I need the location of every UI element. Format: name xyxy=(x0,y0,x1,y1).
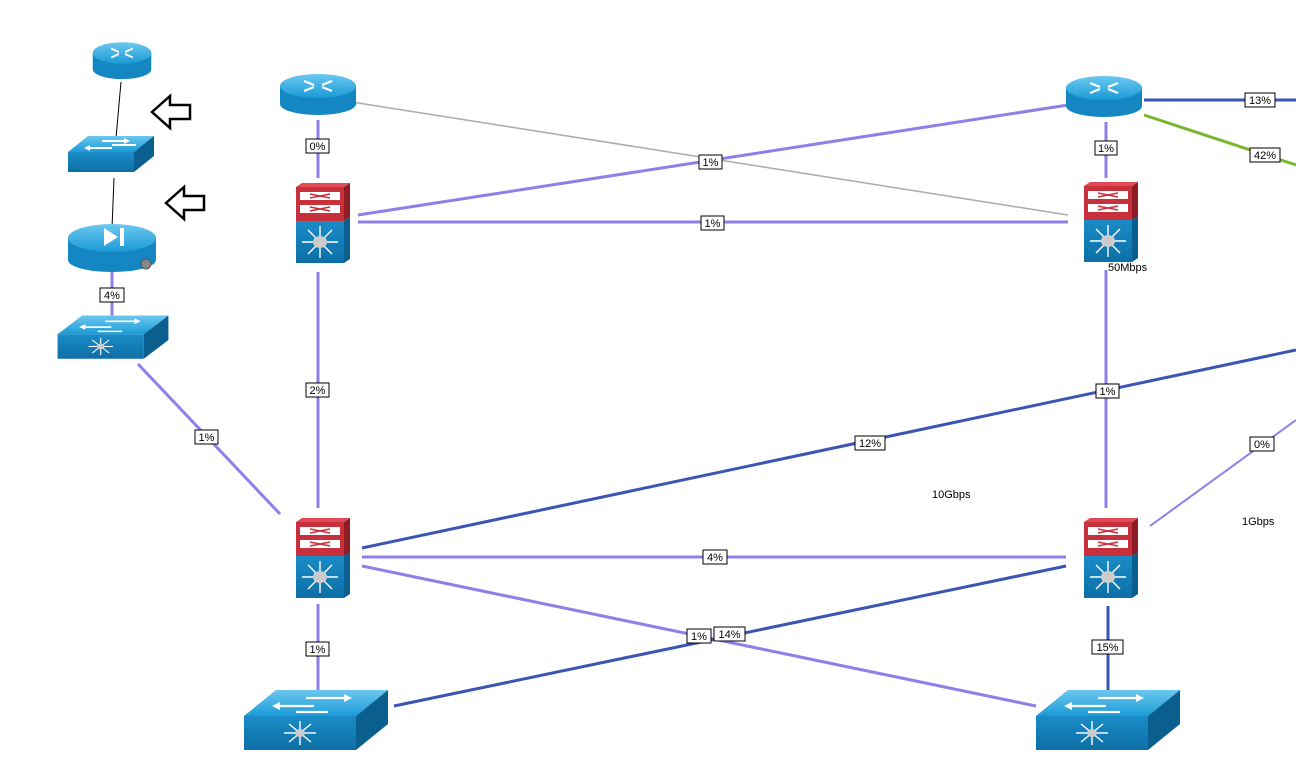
link-label: 15% xyxy=(1096,642,1118,654)
link-label: 0% xyxy=(1254,439,1270,451)
firewall-icon[interactable] xyxy=(67,223,157,273)
link-label: 12% xyxy=(859,438,881,450)
link-label: 1% xyxy=(1100,386,1116,398)
switch-icon[interactable] xyxy=(242,688,390,752)
link-label-box xyxy=(713,626,746,642)
link-label-box xyxy=(1244,92,1276,108)
bandwidth-label: 10Gbps xyxy=(932,489,971,501)
link-label-box xyxy=(1094,140,1118,156)
link-left-router-switch[interactable] xyxy=(115,81,122,139)
link-label-box xyxy=(305,138,330,154)
arrow-left-icon xyxy=(164,185,206,221)
link-label: 42% xyxy=(1254,150,1276,162)
arrow-left-icon xyxy=(150,94,192,130)
link-label: 1% xyxy=(1098,143,1114,155)
link-label-box xyxy=(1249,147,1281,163)
router-icon[interactable] xyxy=(278,72,358,117)
nexus-switch-icon[interactable] xyxy=(295,517,351,599)
link-label: 14% xyxy=(718,629,740,641)
nexus-switch-icon[interactable] xyxy=(1083,517,1139,599)
nexus-switch-icon[interactable] xyxy=(1083,181,1139,263)
link-label-box xyxy=(698,154,723,170)
bandwidth-label: 50Mbps xyxy=(1108,262,1148,274)
switch-icon[interactable] xyxy=(1034,688,1182,752)
link-label: 1% xyxy=(705,218,721,230)
switch-icon[interactable] xyxy=(56,314,170,360)
labels-layer: 0% 1% 1% 1% 13% 42% 2% 1% 12% 0% 4% 1% 1… xyxy=(99,92,1281,657)
router-icon[interactable] xyxy=(91,41,153,81)
link-label-box xyxy=(702,549,728,565)
nexus-switch-icon[interactable] xyxy=(295,182,351,264)
router-icon[interactable] xyxy=(1064,74,1144,119)
link-left-switch-fw[interactable] xyxy=(111,177,115,229)
link-label: 1% xyxy=(703,157,719,169)
link-label: 0% xyxy=(310,141,326,153)
link-n3-right[interactable] xyxy=(361,348,1296,550)
link-label: 1% xyxy=(199,432,215,444)
link-label-box xyxy=(305,641,330,657)
link-label-box xyxy=(1091,639,1124,655)
link-label-box xyxy=(1249,436,1275,452)
link-label-box xyxy=(194,429,219,445)
link-label-box xyxy=(686,628,712,644)
devices-layer xyxy=(56,41,1182,752)
link-label-box xyxy=(99,287,125,303)
link-label: 4% xyxy=(104,290,120,302)
link-label-box xyxy=(700,215,725,231)
link-label: 4% xyxy=(707,552,723,564)
bandwidth-label: 1Gbps xyxy=(1242,516,1275,528)
link-label: 1% xyxy=(310,644,326,656)
link-label: 1% xyxy=(691,631,707,643)
link-n4-right[interactable] xyxy=(1149,419,1296,527)
link-label: 13% xyxy=(1249,95,1271,107)
switch-icon[interactable] xyxy=(67,135,155,173)
link-label-box xyxy=(1095,383,1120,399)
link-label-box xyxy=(305,382,330,398)
link-label: 2% xyxy=(310,385,326,397)
link-label-box xyxy=(854,435,886,451)
